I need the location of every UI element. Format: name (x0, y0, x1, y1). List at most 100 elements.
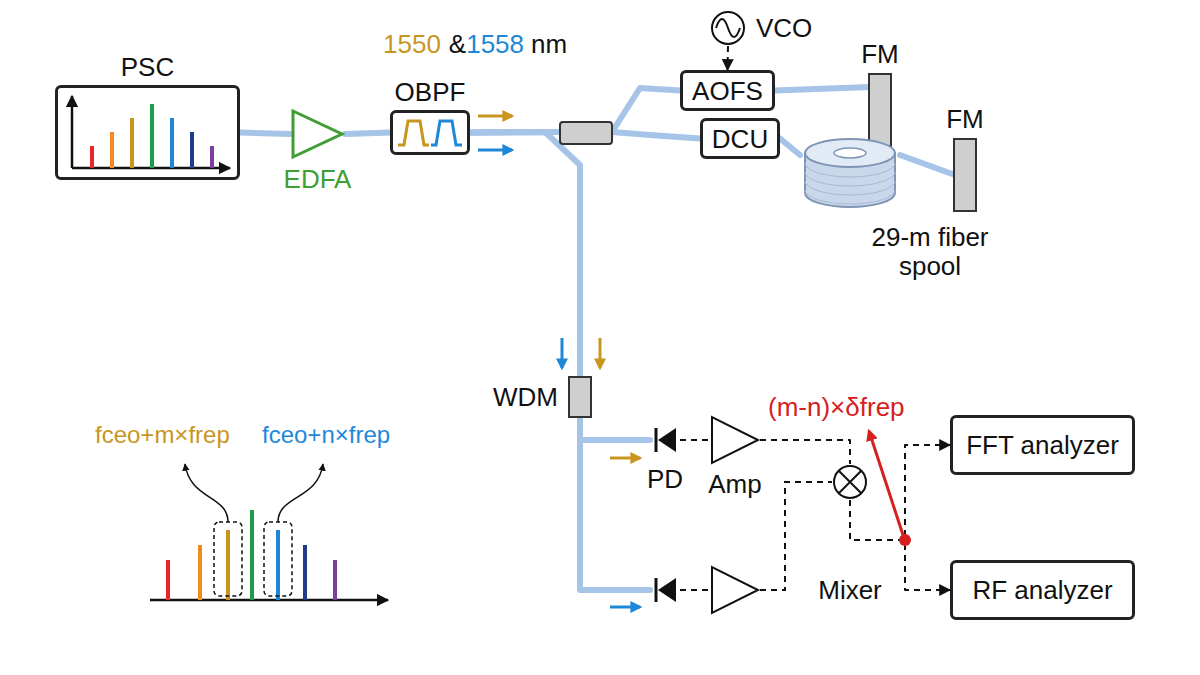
amplifier-triangle: Amp (710, 415, 760, 465)
node-shape (710, 10, 746, 46)
drawing-part (130, 118, 134, 168)
node-shape (58, 88, 237, 177)
drawing-part (264, 522, 292, 596)
oscillator-circle: VCO (710, 10, 746, 46)
drawing-part (333, 560, 337, 600)
drawing-part (166, 560, 170, 600)
drawing-part (805, 172, 895, 186)
drawing-part (834, 466, 866, 498)
band-arrow (599, 338, 602, 368)
instrument-box: RF analyzer (950, 560, 1135, 620)
drawing-part (150, 599, 388, 602)
node-shape (800, 128, 900, 218)
drawing-part (210, 146, 214, 168)
drawing-part (71, 96, 74, 168)
wavelength-label: & (449, 30, 466, 59)
fiber-link (240, 133, 290, 135)
node-label: 29-m fiber spool (855, 223, 1005, 280)
node-label: FM (861, 40, 899, 69)
drawing-part (431, 121, 462, 145)
node-shape (832, 464, 868, 500)
drawing-part (170, 118, 174, 168)
band-arrow (561, 338, 564, 368)
band-arrow (478, 115, 512, 118)
pointer-arrow (869, 431, 903, 535)
node-label: WDM (493, 383, 558, 412)
drawing-part (834, 148, 866, 158)
band-arrow (610, 606, 640, 609)
fiber-coupler (560, 122, 612, 144)
wavelength-label: 1550 (383, 30, 441, 59)
process-box: AOFS (680, 70, 775, 111)
drawing-part (805, 139, 895, 167)
band-arrow (610, 457, 640, 460)
amplifier-triangle: EDFA (290, 108, 345, 160)
drawing-part (90, 146, 94, 168)
node-label: DCU (712, 124, 768, 153)
wavelength-label: nm (531, 30, 567, 59)
fiber-link (580, 416, 650, 440)
drawing-part (839, 471, 861, 493)
wavelength-heading: 1550&1558nm (383, 30, 567, 59)
mixer-circle: Mixer (832, 464, 868, 500)
drawing-part (185, 464, 228, 522)
drawing-part (398, 121, 429, 145)
drawing-part (712, 417, 758, 463)
instrument-box: FFT analyzer (950, 415, 1135, 475)
comb-illustration (150, 464, 388, 600)
drawing-part (278, 464, 323, 522)
fiber-link (345, 133, 390, 135)
wdm-box: WDM (570, 378, 590, 416)
band-arrow (478, 149, 512, 152)
drawing-part (655, 578, 658, 602)
node-label: FFT analyzer (966, 431, 1119, 460)
wavelength-label: 1558 (466, 30, 524, 59)
drawing-part (716, 19, 740, 37)
amplifier-symbol (712, 567, 758, 613)
drawing-part (150, 104, 154, 168)
filter-box: OBPF (390, 110, 470, 155)
node-shape (290, 108, 345, 160)
mirror-box: FM (955, 140, 975, 210)
node-label: PD (647, 465, 683, 494)
drawing-part (712, 12, 744, 44)
node-label: EDFA (284, 165, 352, 194)
drawing-part (293, 111, 342, 157)
formula-label: (m-n)×δfrep (768, 393, 905, 422)
node-label: RF analyzer (972, 576, 1112, 605)
drawing-part (214, 522, 242, 596)
node-shape (710, 415, 760, 465)
node-label: VCO (756, 14, 812, 43)
drawing-part (658, 428, 676, 452)
node-shape (393, 113, 467, 152)
drawing-part (303, 545, 307, 600)
node-label: Amp (708, 470, 761, 499)
photodiode: PD (650, 420, 680, 460)
drawing-part (276, 530, 280, 600)
formula-label: fceo+n×frep (262, 422, 390, 448)
drawing-part (226, 530, 230, 600)
node-label: PSC (121, 53, 174, 82)
junction-dot (899, 534, 911, 546)
node-label: OBPF (395, 78, 466, 107)
signal-line (680, 589, 710, 591)
drawing-part (110, 132, 114, 168)
signal-line (760, 482, 832, 590)
mirror-box: FM (870, 75, 890, 145)
signal-line (760, 440, 850, 464)
drawing-part (805, 181, 895, 195)
node-label: AOFS (692, 76, 763, 105)
drawing-part (658, 578, 676, 602)
fiber-link (780, 139, 800, 156)
node-label: FM (946, 105, 984, 134)
light-source-box: PSC (55, 85, 240, 180)
drawing-part (190, 132, 194, 168)
drawing-part (655, 428, 658, 452)
photodiode-symbol (656, 578, 676, 602)
drawing-part (198, 545, 202, 600)
formula-label: fceo+m×frep (95, 422, 230, 448)
fiber-link (775, 87, 870, 91)
